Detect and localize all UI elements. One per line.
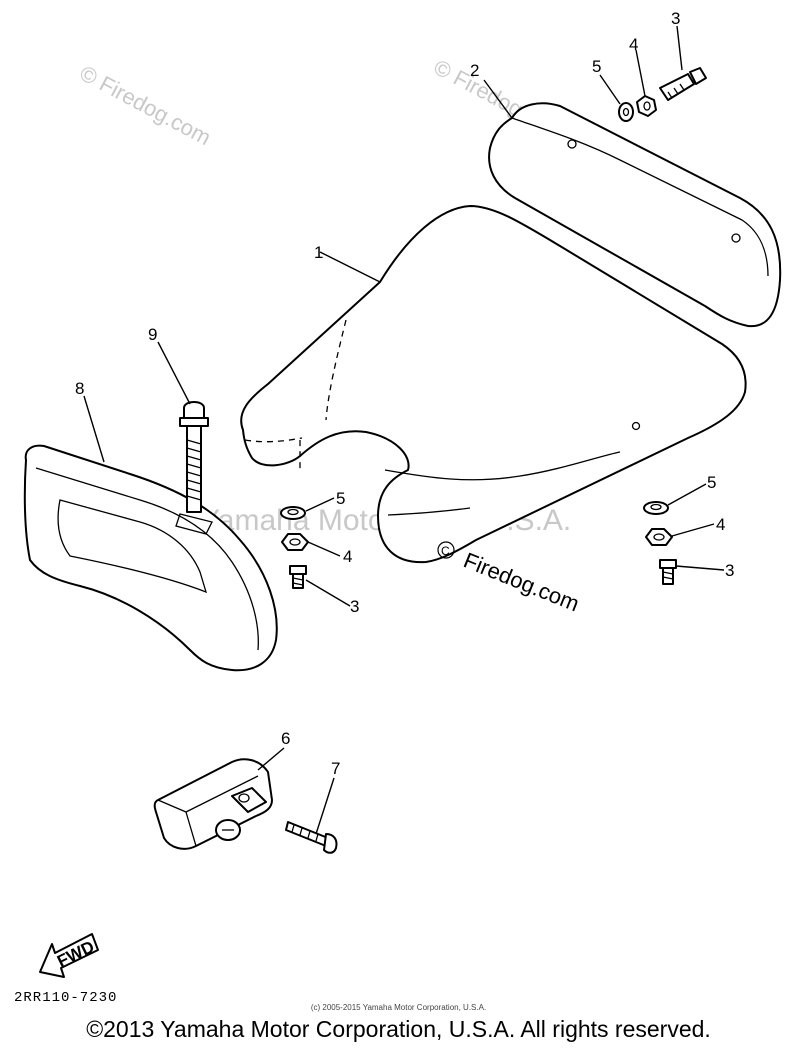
callout-5-top: 5 (592, 57, 601, 76)
callout-9: 9 (148, 325, 157, 344)
callout-3-left: 3 (350, 597, 359, 616)
fwd-arrow: FWD (39, 933, 99, 978)
watermark-firedog-center: Firedog.com (460, 547, 583, 616)
callout-4-left: 4 (343, 547, 352, 566)
watermark-firedog-top-left: © Firedog.com (76, 60, 215, 150)
hardware-right (643, 501, 677, 585)
callout-group: 1 2 3 3 3 4 4 4 5 5 5 6 7 8 9 (75, 9, 734, 778)
part-long-bolt (179, 401, 209, 513)
callout-6: 6 (281, 729, 290, 748)
part-side-cover (23, 444, 278, 672)
callout-5-left: 5 (336, 489, 345, 508)
watermark-foreground: C Firedog.com (437, 541, 583, 616)
part-rear-pad (488, 102, 782, 328)
watermark-copyright-icon (437, 541, 455, 559)
callout-2: 2 (470, 61, 479, 80)
part-seat (240, 205, 747, 564)
callout-5-right: 5 (707, 473, 716, 492)
callout-3-top: 3 (671, 9, 680, 28)
watermark-copyright-symbol: C (441, 544, 450, 558)
callout-8: 8 (75, 379, 84, 398)
part-seat-lock (153, 758, 273, 850)
callout-1: 1 (314, 243, 323, 262)
callout-4-right: 4 (716, 515, 725, 534)
hardware-top (618, 67, 707, 122)
drawing-code: 2RR110-7230 (14, 990, 118, 1006)
leader-lines (83, 25, 725, 835)
callout-7: 7 (331, 759, 340, 778)
footer-copyright: ©2013 Yamaha Motor Corporation, U.S.A. A… (86, 1016, 711, 1042)
callout-4-top: 4 (629, 35, 638, 54)
part-screw (285, 821, 338, 854)
callout-3-right: 3 (725, 561, 734, 580)
hardware-left (280, 506, 309, 589)
fine-print-copyright: (c) 2005-2015 Yamaha Motor Corporation, … (310, 1003, 487, 1012)
